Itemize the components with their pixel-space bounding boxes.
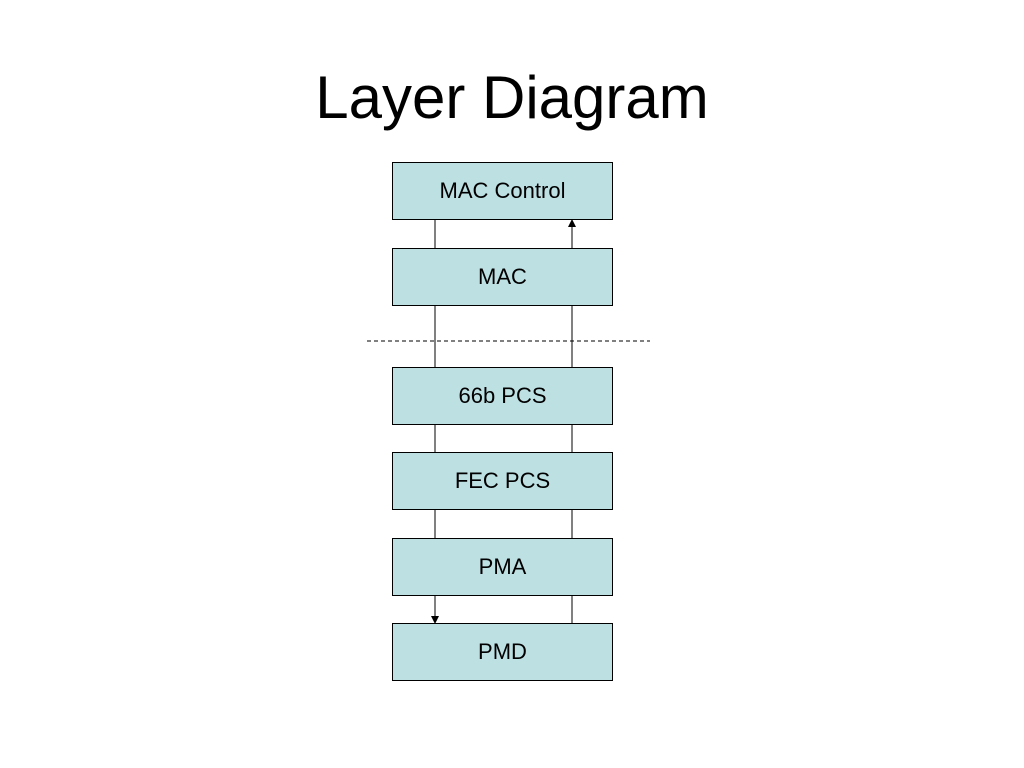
layer-box-mac-control: MAC Control <box>392 162 613 220</box>
layer-box-pmd: PMD <box>392 623 613 681</box>
layer-box-66b-pcs: 66b PCS <box>392 367 613 425</box>
layer-box-pma: PMA <box>392 538 613 596</box>
layer-box-fec-pcs: FEC PCS <box>392 452 613 510</box>
slide-title: Layer Diagram <box>315 64 709 131</box>
layer-box-mac: MAC <box>392 248 613 306</box>
